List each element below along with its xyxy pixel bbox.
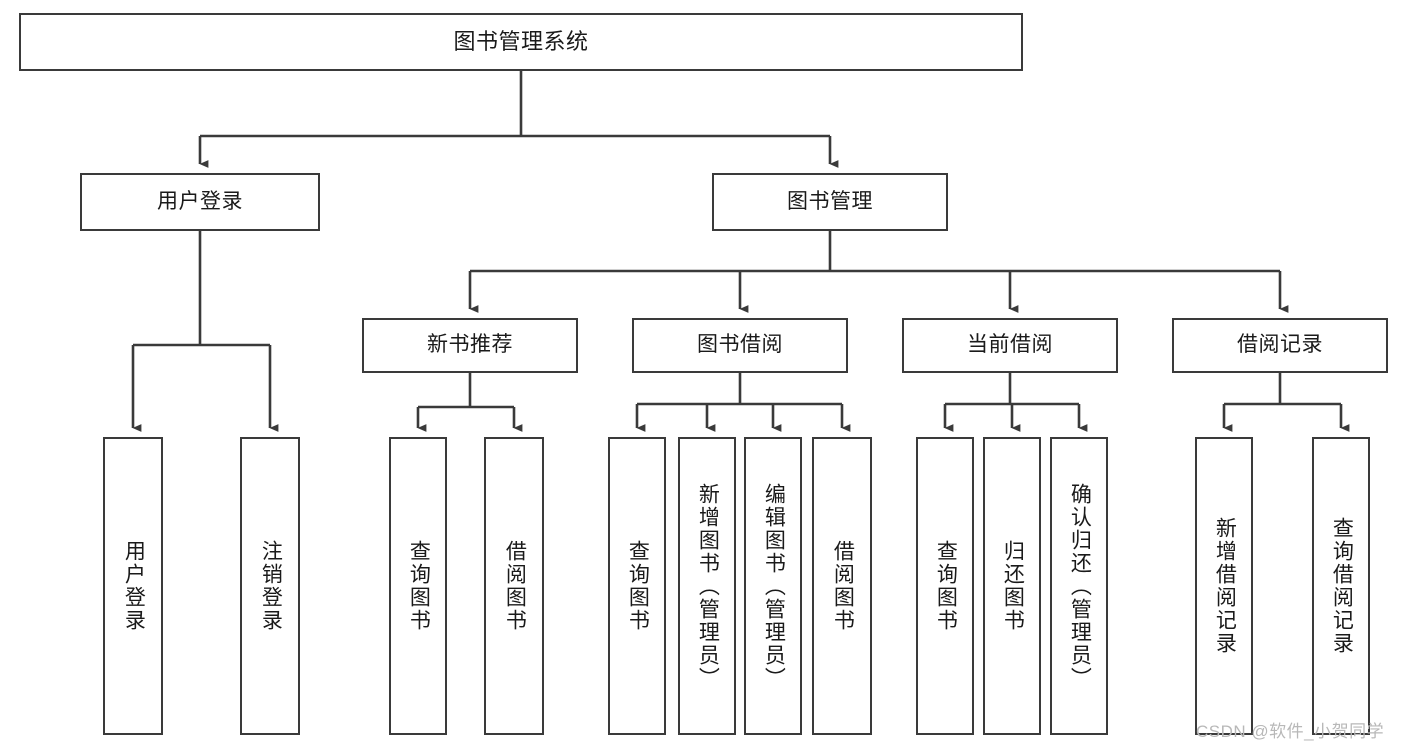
node-leaf-add-book[interactable]: 新增图书（管理员） [678, 437, 736, 735]
node-leaf-user-logout[interactable]: 注销登录 [240, 437, 300, 735]
node-label-leaf-confirm-return: 确认归还（管理员） [1068, 482, 1092, 690]
node-label-borrow-record: 借阅记录 [1237, 333, 1323, 357]
node-current-borrow[interactable]: 当前借阅 [902, 318, 1118, 373]
node-label-leaf-borrow-book-1: 借阅图书 [503, 540, 527, 632]
node-label-leaf-edit-book: 编辑图书（管理员） [762, 482, 786, 690]
node-label-leaf-query-record: 查询借阅记录 [1330, 517, 1354, 655]
node-leaf-borrow-book-1[interactable]: 借阅图书 [484, 437, 544, 735]
node-label-leaf-return-book: 归还图书 [1001, 540, 1025, 632]
node-book-borrow[interactable]: 图书借阅 [632, 318, 848, 373]
node-leaf-add-record[interactable]: 新增借阅记录 [1195, 437, 1253, 735]
node-label-book-manage: 图书管理 [787, 189, 873, 213]
node-label-leaf-query-book-3: 查询图书 [934, 540, 958, 632]
node-label-leaf-add-record: 新增借阅记录 [1213, 517, 1237, 655]
node-leaf-return-book[interactable]: 归还图书 [983, 437, 1041, 735]
node-label-book-borrow: 图书借阅 [697, 333, 783, 357]
node-leaf-edit-book[interactable]: 编辑图书（管理员） [744, 437, 802, 735]
node-book-manage[interactable]: 图书管理 [712, 173, 948, 231]
node-leaf-confirm-return[interactable]: 确认归还（管理员） [1050, 437, 1108, 735]
node-label-leaf-query-book-2: 查询图书 [626, 540, 650, 632]
node-label-current-borrow: 当前借阅 [967, 333, 1053, 357]
node-root[interactable]: 图书管理系统 [19, 13, 1023, 71]
node-new-book-rec[interactable]: 新书推荐 [362, 318, 578, 373]
node-leaf-query-book-2[interactable]: 查询图书 [608, 437, 666, 735]
node-label-leaf-user-login: 用户登录 [122, 540, 146, 632]
node-borrow-record[interactable]: 借阅记录 [1172, 318, 1388, 373]
node-label-leaf-user-logout: 注销登录 [259, 540, 283, 632]
edge-group [131, 71, 1350, 432]
node-leaf-borrow-book-2[interactable]: 借阅图书 [812, 437, 872, 735]
node-leaf-user-login[interactable]: 用户登录 [103, 437, 163, 735]
node-label-user-login: 用户登录 [157, 189, 243, 213]
node-label-new-book-rec: 新书推荐 [427, 333, 513, 357]
node-user-login[interactable]: 用户登录 [80, 173, 320, 231]
node-label-root: 图书管理系统 [453, 29, 589, 55]
node-label-leaf-query-book-1: 查询图书 [407, 540, 431, 632]
node-leaf-query-book-1[interactable]: 查询图书 [389, 437, 447, 735]
node-leaf-query-book-3[interactable]: 查询图书 [916, 437, 974, 735]
node-label-leaf-add-book: 新增图书（管理员） [696, 482, 720, 690]
csdn-watermark: CSDN @软件_小贺同学 [1196, 722, 1385, 741]
node-leaf-query-record[interactable]: 查询借阅记录 [1312, 437, 1370, 735]
node-label-leaf-borrow-book-2: 借阅图书 [831, 540, 855, 632]
